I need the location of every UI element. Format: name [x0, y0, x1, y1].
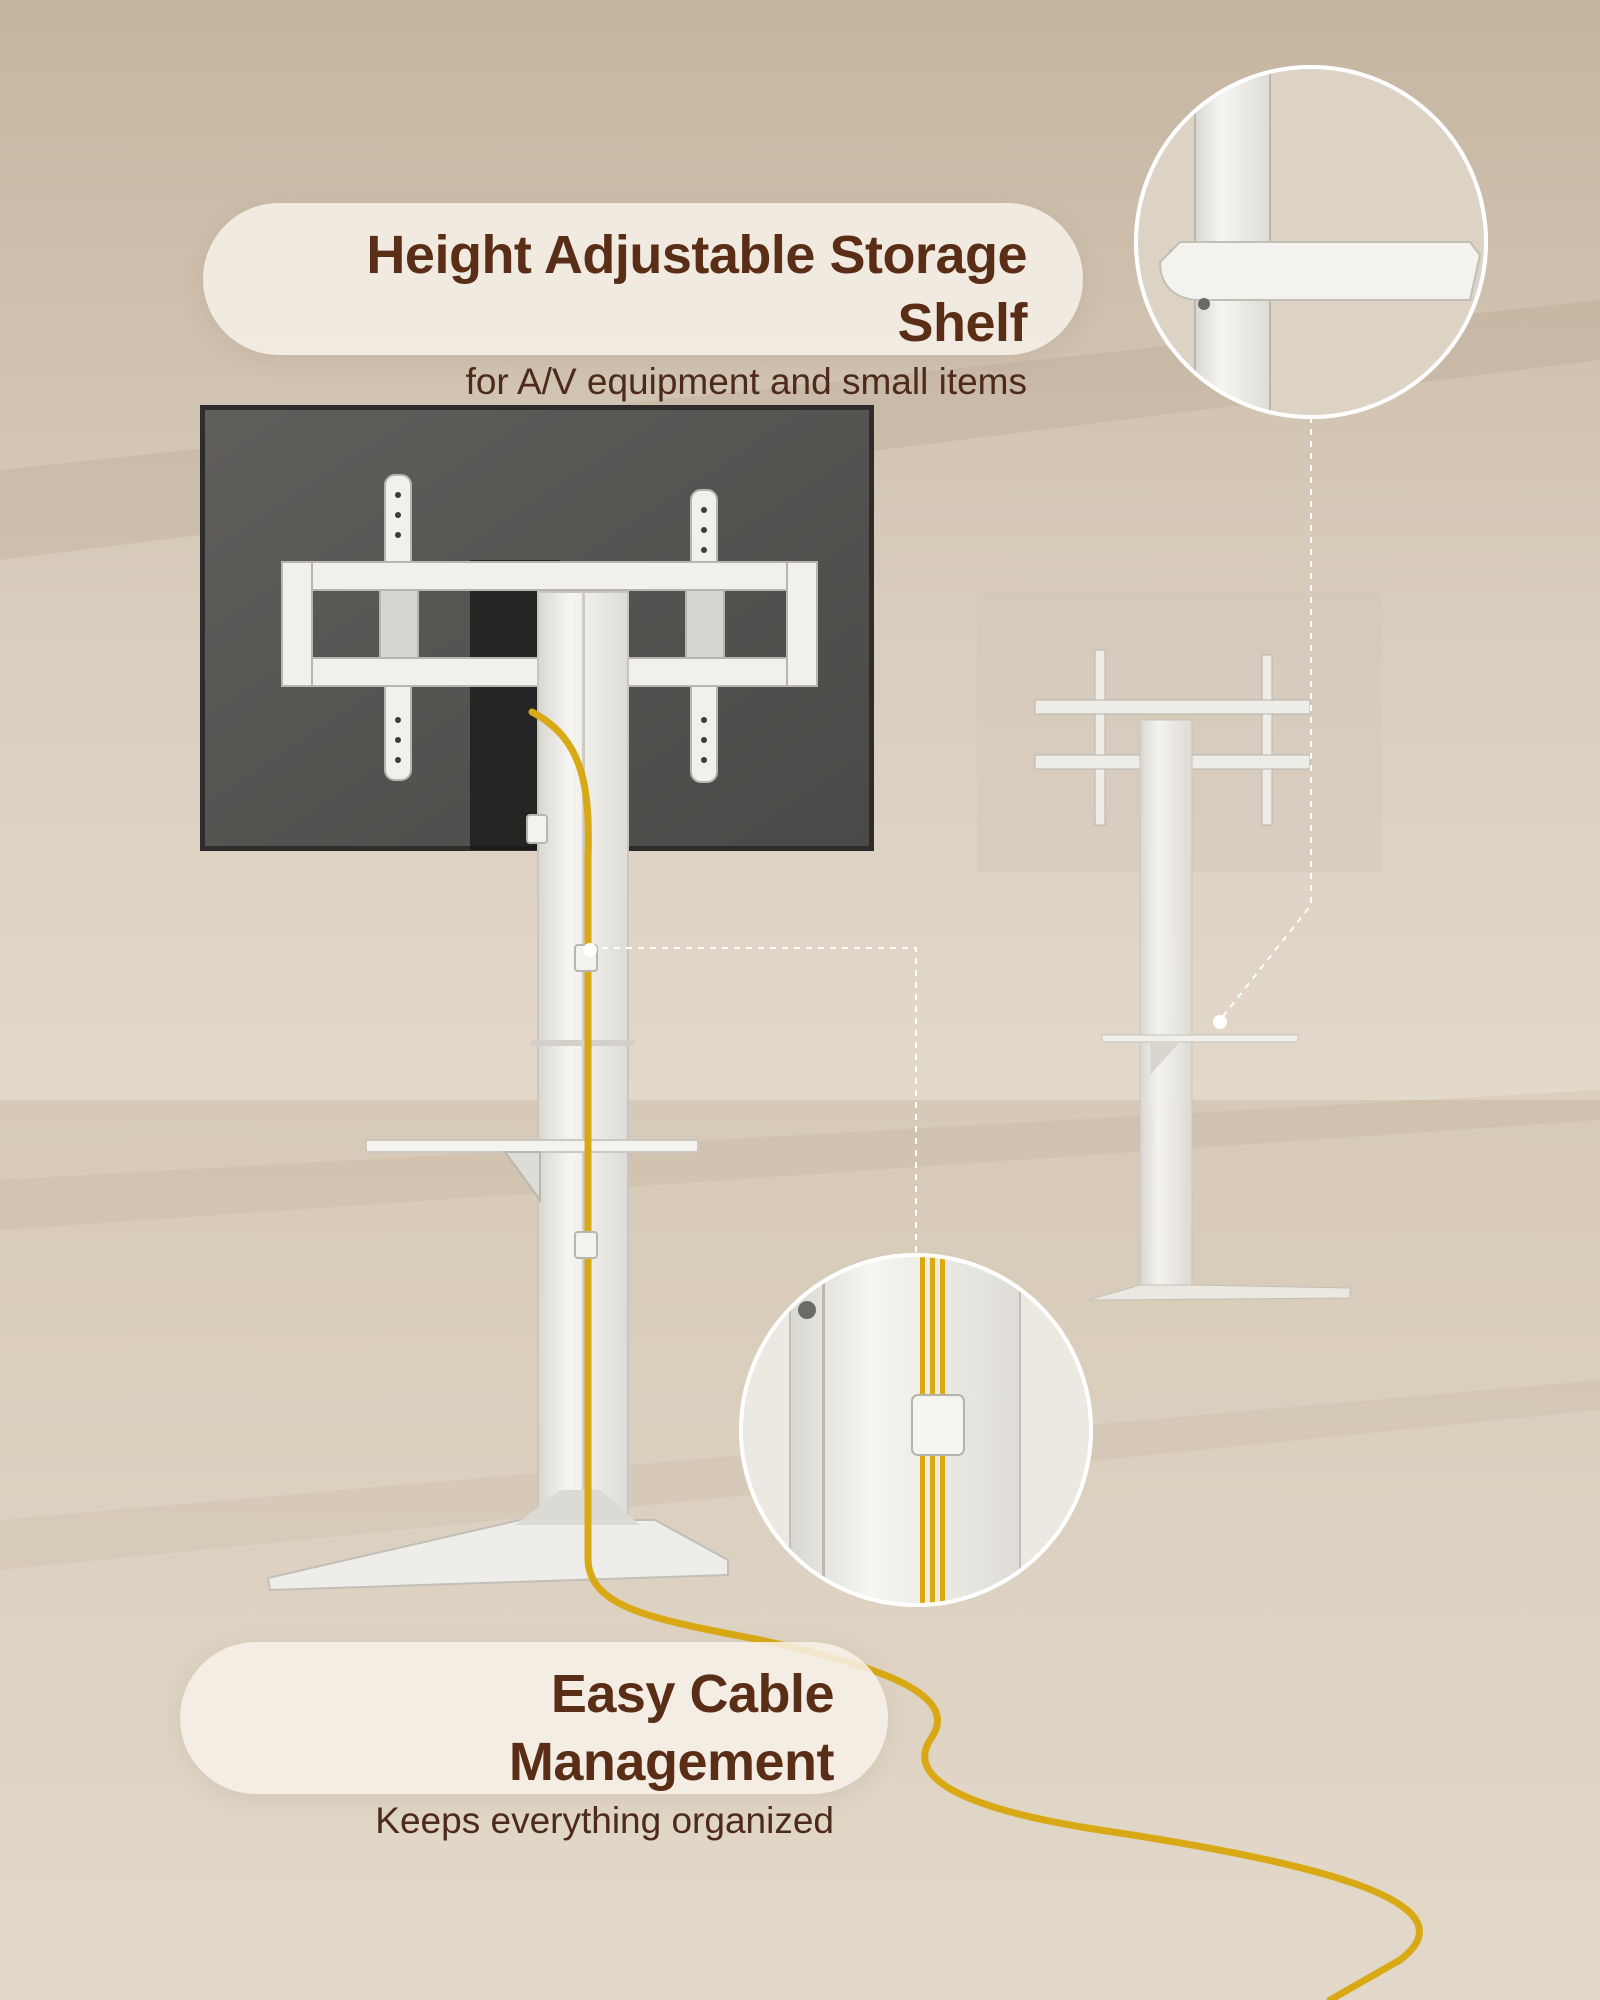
- storage-shelf: [365, 1139, 699, 1204]
- cable-callout-title: Easy Cable Management: [508, 1664, 835, 1792]
- shelf-indicator-dot: [1213, 1015, 1227, 1029]
- vesa-mount-bracket: [281, 474, 818, 783]
- secondary-stand: [977, 590, 1382, 1301]
- shelf-callout-subtitle: for A/V equipment and small items: [465, 361, 1027, 402]
- yellow-cable: [528, 708, 1423, 2000]
- cable-clips: [526, 814, 598, 1259]
- shelf-callout-title: Height Adjustable Storage Shelf: [366, 225, 1027, 353]
- cable-callout-subtitle: Keeps everything organized: [375, 1800, 834, 1841]
- callout-leaders: [590, 417, 1312, 1255]
- cable-zoom-icon: [739, 1253, 1093, 1607]
- bracket-holes: [395, 492, 707, 763]
- cable-callout: Easy Cable Management Keeps everything o…: [180, 1642, 888, 1841]
- shelf-zoom-icon: [1134, 65, 1488, 419]
- stand-base: [266, 1490, 729, 1592]
- stand-pole: [531, 591, 635, 1523]
- clip-indicator-dot: [583, 943, 597, 957]
- shelf-callout: Height Adjustable Storage Shelf for A/V …: [203, 203, 1083, 402]
